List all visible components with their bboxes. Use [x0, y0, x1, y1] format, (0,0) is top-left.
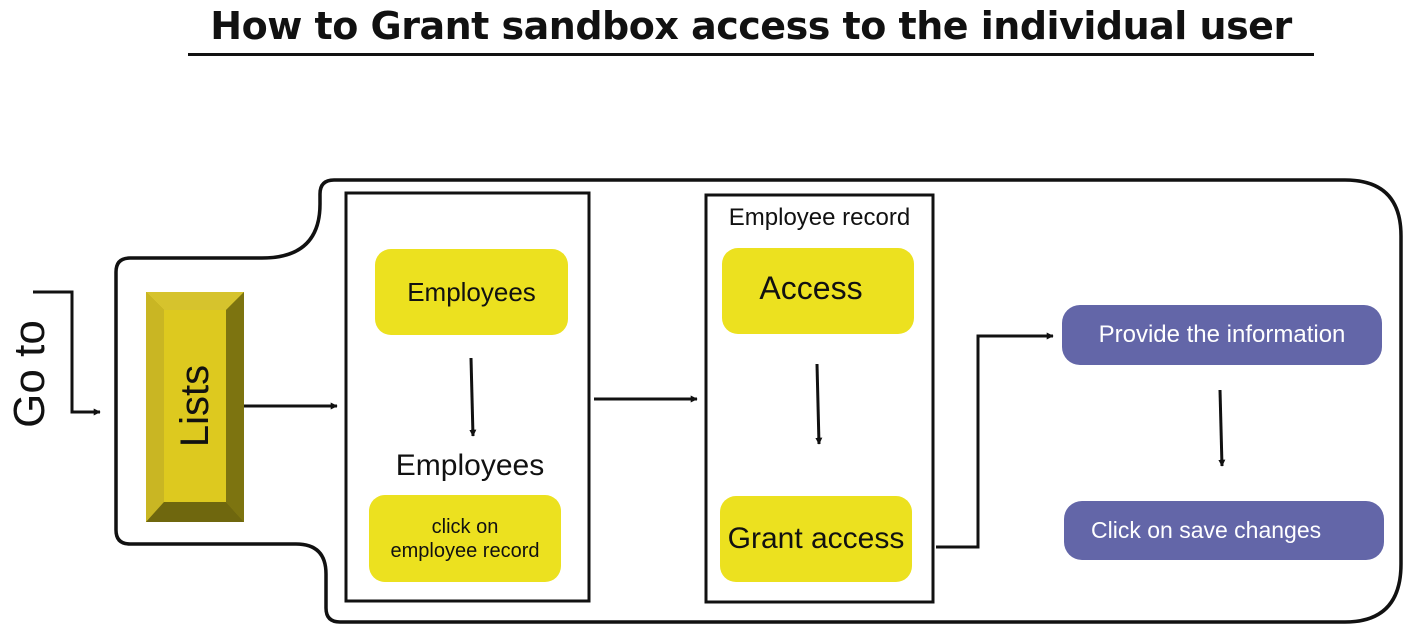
- save-changes-node: Click on save changes: [1064, 501, 1384, 560]
- provide-information-node: Provide the information: [1062, 305, 1382, 365]
- access-node: Access: [722, 248, 914, 334]
- access-down-arrow: [815, 363, 823, 445]
- lists-block: [146, 292, 244, 522]
- page-title: How to Grant sandbox access to the indiv…: [210, 4, 1292, 48]
- employees-node: Employees: [375, 249, 568, 335]
- record-box-frame: [704, 193, 935, 604]
- title-underline: [188, 53, 1314, 56]
- provide-information-label: Provide the information: [1098, 321, 1346, 348]
- employee-record-line2: employee record: [390, 539, 540, 562]
- goto-connector: [33, 290, 101, 416]
- save-changes-label: Click on save changes: [1091, 517, 1322, 543]
- provide-down-arrow: [1218, 389, 1226, 467]
- title-block: How to Grant sandbox access to the indiv…: [188, 2, 1314, 54]
- employee-record-node: click on employee record: [369, 495, 561, 582]
- lists-node: Lists: [164, 310, 226, 502]
- lists-label: Lists: [173, 364, 217, 448]
- employees-box-frame: [344, 191, 591, 603]
- access-node-label: Access: [759, 269, 863, 306]
- employees-heading: Employees: [395, 449, 545, 482]
- outer-tray-outline: [114, 178, 1403, 624]
- employee-record-line1: click on: [431, 515, 499, 538]
- grant-access-node: Grant access: [720, 496, 912, 582]
- goto-label: Go to: [5, 320, 54, 428]
- grant-access-label: Grant access: [727, 522, 905, 555]
- grant-to-provide-connector: [936, 332, 1054, 549]
- employees-down-arrow: [469, 357, 477, 437]
- record-heading: Employee record: [728, 204, 911, 231]
- employees-node-label: Employees: [407, 276, 536, 307]
